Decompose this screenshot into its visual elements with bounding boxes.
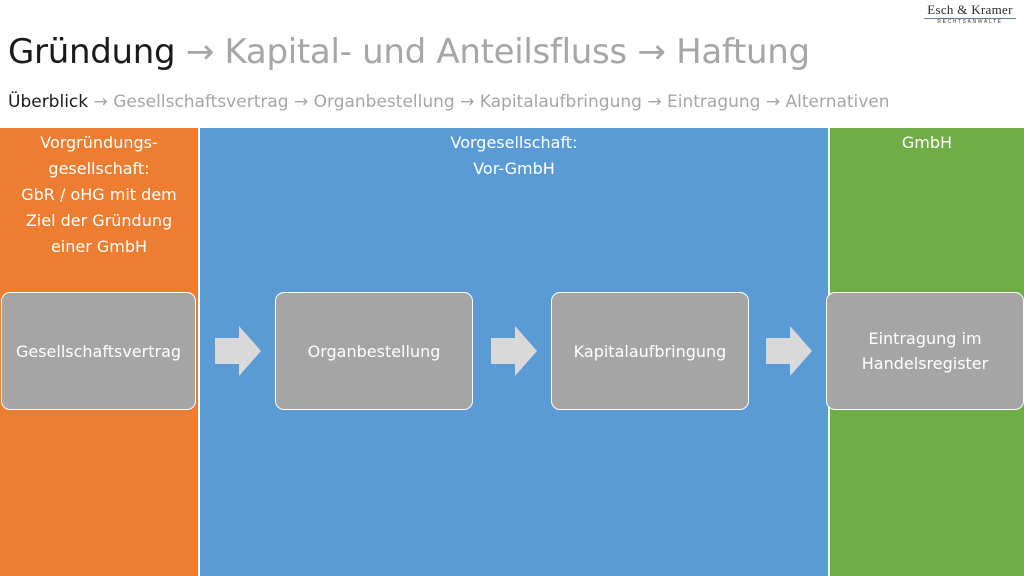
phase-label: GmbH: [901, 133, 953, 152]
title-current: Gründung: [8, 32, 176, 72]
breadcrumb-item-eintragung: Eintragung: [667, 92, 761, 112]
process-arrow-icon: [766, 326, 812, 376]
arrow-right-icon: →: [93, 92, 108, 112]
breadcrumb: Überblick → Gesellschaftsvertrag → Organ…: [8, 89, 890, 115]
title-next-1: Kapital- und Anteilsfluss: [224, 32, 628, 72]
breadcrumb-item-gesellschaftsvertrag: Gesellschaftsvertrag: [113, 92, 289, 112]
breadcrumb-item-kapitalaufbringung: Kapitalaufbringung: [479, 92, 642, 112]
step-eintragung-handelsregister: Eintragung im Handelsregister: [826, 292, 1024, 410]
arrow-right-icon: →: [185, 32, 215, 72]
logo-name: Esch & Kramer: [927, 2, 1013, 17]
breadcrumb-item-alternativen: Alternativen: [785, 92, 890, 112]
phase-label: Vorgesellschaft: Vor-GmbH: [450, 133, 578, 178]
process-arrow-icon: [491, 326, 537, 376]
step-kapitalaufbringung: Kapitalaufbringung: [551, 292, 749, 410]
title-next-2: Haftung: [676, 32, 810, 72]
process-arrow-icon: [215, 326, 261, 376]
step-organbestellung: Organbestellung: [275, 292, 473, 410]
phase-label: Vorgründungs- gesellschaft: GbR / oHG mi…: [21, 133, 177, 256]
arrow-right-icon: →: [293, 92, 309, 112]
logo-divider: [924, 18, 1016, 19]
arrow-right-icon: →: [460, 92, 475, 112]
step-gesellschaftsvertrag: Gesellschaftsvertrag: [1, 292, 196, 410]
arrow-right-icon: →: [647, 92, 662, 112]
arrow-right-icon: →: [765, 92, 781, 112]
arrow-right-icon: →: [637, 32, 666, 72]
page-title: Gründung → Kapital- und Anteilsfluss → H…: [8, 30, 810, 74]
company-logo: Esch & Kramer RECHTSANWÄLTE: [920, 2, 1020, 26]
breadcrumb-item-organbestellung: Organbestellung: [313, 92, 455, 112]
breadcrumb-current: Überblick: [8, 92, 89, 112]
logo-subtitle: RECHTSANWÄLTE: [937, 19, 1003, 25]
